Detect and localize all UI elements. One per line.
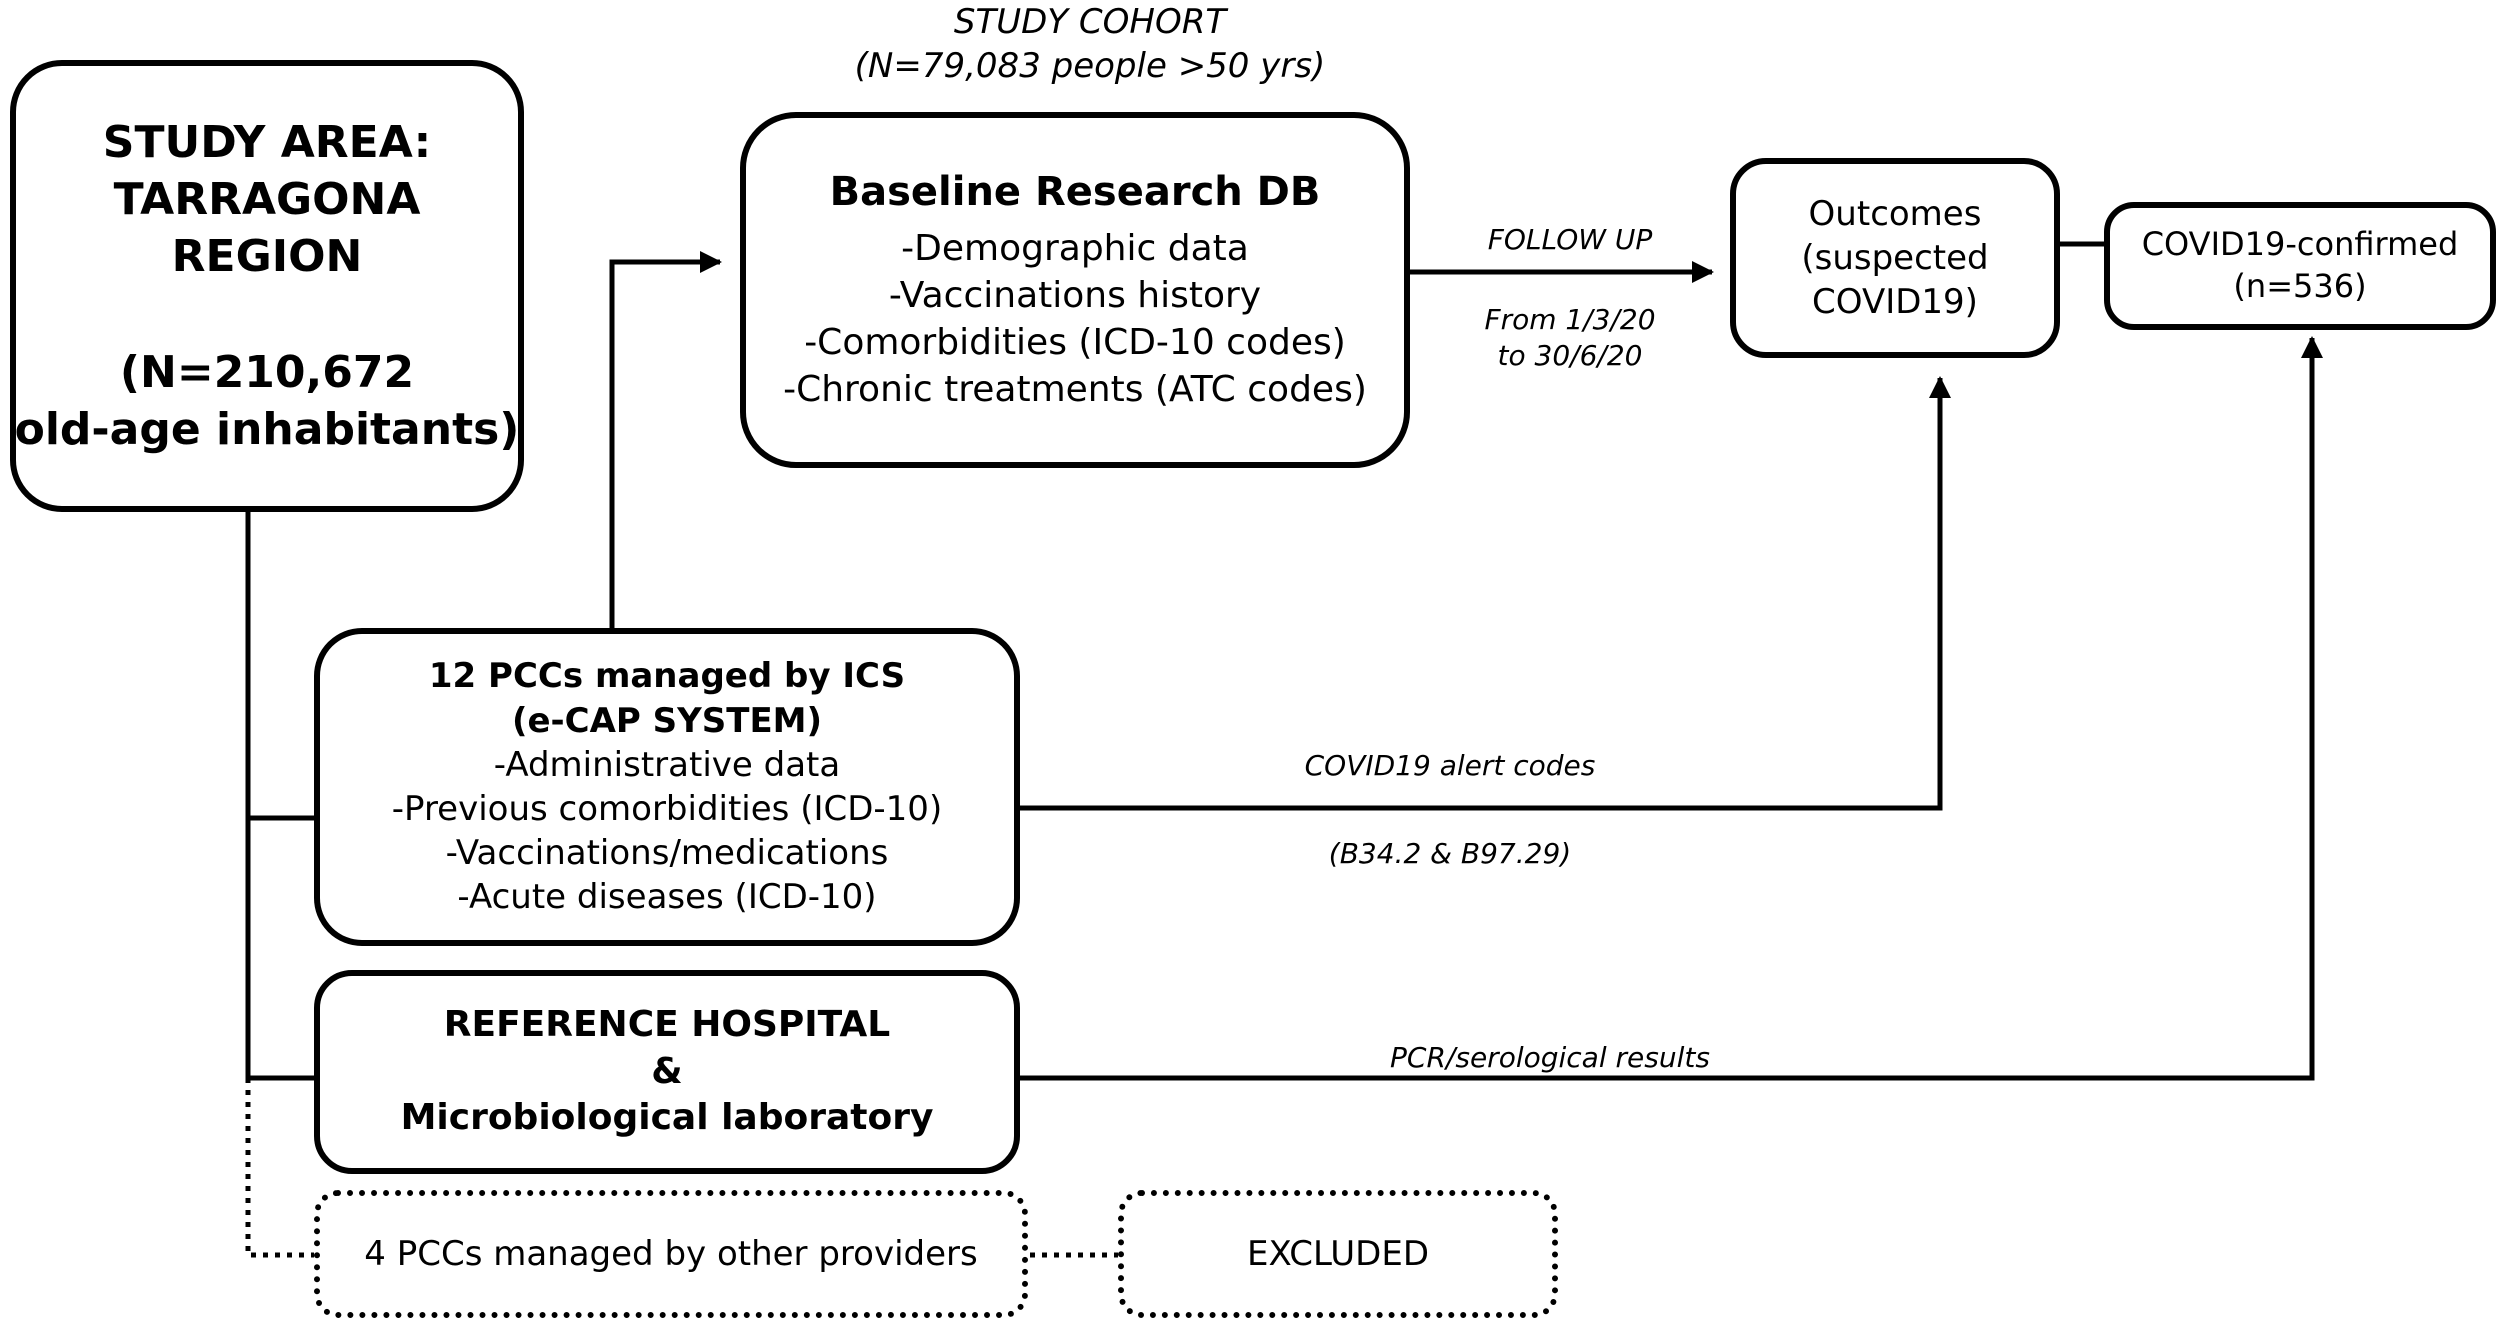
other-providers-box: 4 PCCs managed by other providers [314,1190,1028,1318]
follow-up-period: From 1/3/20 to 30/6/20 [1460,302,1680,375]
pcr-results-arrow [1020,336,2323,1081]
study-area-box: STUDY AREA: TARRAGONA REGION (N=210,672 … [10,60,524,512]
outcomes-line-2: (suspected [1801,237,1989,278]
pcc-ics-title-2: (e-CAP SYSTEM) [511,700,823,741]
baseline-db-item: -Demographic data [901,228,1249,270]
pcc-ics-item: -Previous comorbidities (ICD-10) [391,789,943,829]
study-cohort-title: STUDY COHORT [953,2,1227,42]
outcomes-box: Outcomes (suspected COVID19) [1730,158,2060,358]
pcc-ics-box: 12 PCCs managed by ICS (e-CAP SYSTEM) -A… [314,628,1020,946]
outcomes-line-1: Outcomes [1808,193,1982,234]
follow-up-label: FOLLOW UP [1487,223,1653,256]
follow-up-start: From 1/3/20 [1484,303,1656,336]
pcc-to-baseline-arrow [609,251,722,628]
baseline-research-db-box: Baseline Research DB -Demographic data -… [740,112,1410,468]
follow-up-end: to 30/6/20 [1497,339,1643,373]
covid19-confirmed-box: COVID19-confirmed (n=536) [2104,202,2496,330]
pcc-ics-title-1: 12 PCCs managed by ICS [428,656,906,697]
baseline-db-item: -Comorbidities (ICD-10 codes) [804,322,1346,363]
outcomes-line-3: COVID19) [1812,282,1978,323]
hospital-line-3: Microbiological laboratory [400,1097,934,1139]
dotted-to-other-pccs [245,1078,318,1258]
pcc-ics-item: -Acute diseases (ICD-10) [457,877,877,918]
study-cohort-count: (N=79,083 people >50 yrs) [854,46,1326,87]
study-area-title-3: REGION [171,231,363,283]
pcr-results-label: PCR/serological results [1390,1041,1710,1074]
study-area-title-1: STUDY AREA: [102,117,432,169]
excluded-box: EXCLUDED [1118,1190,1558,1318]
confirmed-line-2: (n=536) [2233,267,2367,305]
study-area-count-1: (N=210,672 [119,346,415,398]
reference-hospital-box: REFERENCE HOSPITAL & Microbiological lab… [314,970,1020,1174]
pcc-ics-item: -Administrative data [493,744,841,785]
excluded-label: EXCLUDED [1246,1233,1430,1274]
alert-codes-arrow [1018,376,1951,811]
other-providers-label: 4 PCCs managed by other providers [364,1233,978,1274]
baseline-db-item: -Vaccinations history [888,275,1262,317]
baseline-db-title: Baseline Research DB [829,169,1321,216]
study-area-title-2: TARRAGONA [113,174,421,226]
hospital-line-2: & [651,1050,683,1092]
study-area-count-2: old-age inhabitants) [14,403,520,455]
alert-codes-values: (B34.2 & B97.29) [1328,837,1572,870]
alert-codes-label: COVID19 alert codes [1304,749,1596,782]
baseline-db-item: -Chronic treatments (ATC codes) [783,368,1367,410]
hospital-line-1: REFERENCE HOSPITAL [443,1003,891,1045]
study-cohort-heading: STUDY COHORT (N=79,083 people >50 yrs) [820,0,1360,88]
pcc-ics-item: -Vaccinations/medications [445,833,889,874]
confirmed-line-1: COVID19-confirmed [2141,225,2459,264]
